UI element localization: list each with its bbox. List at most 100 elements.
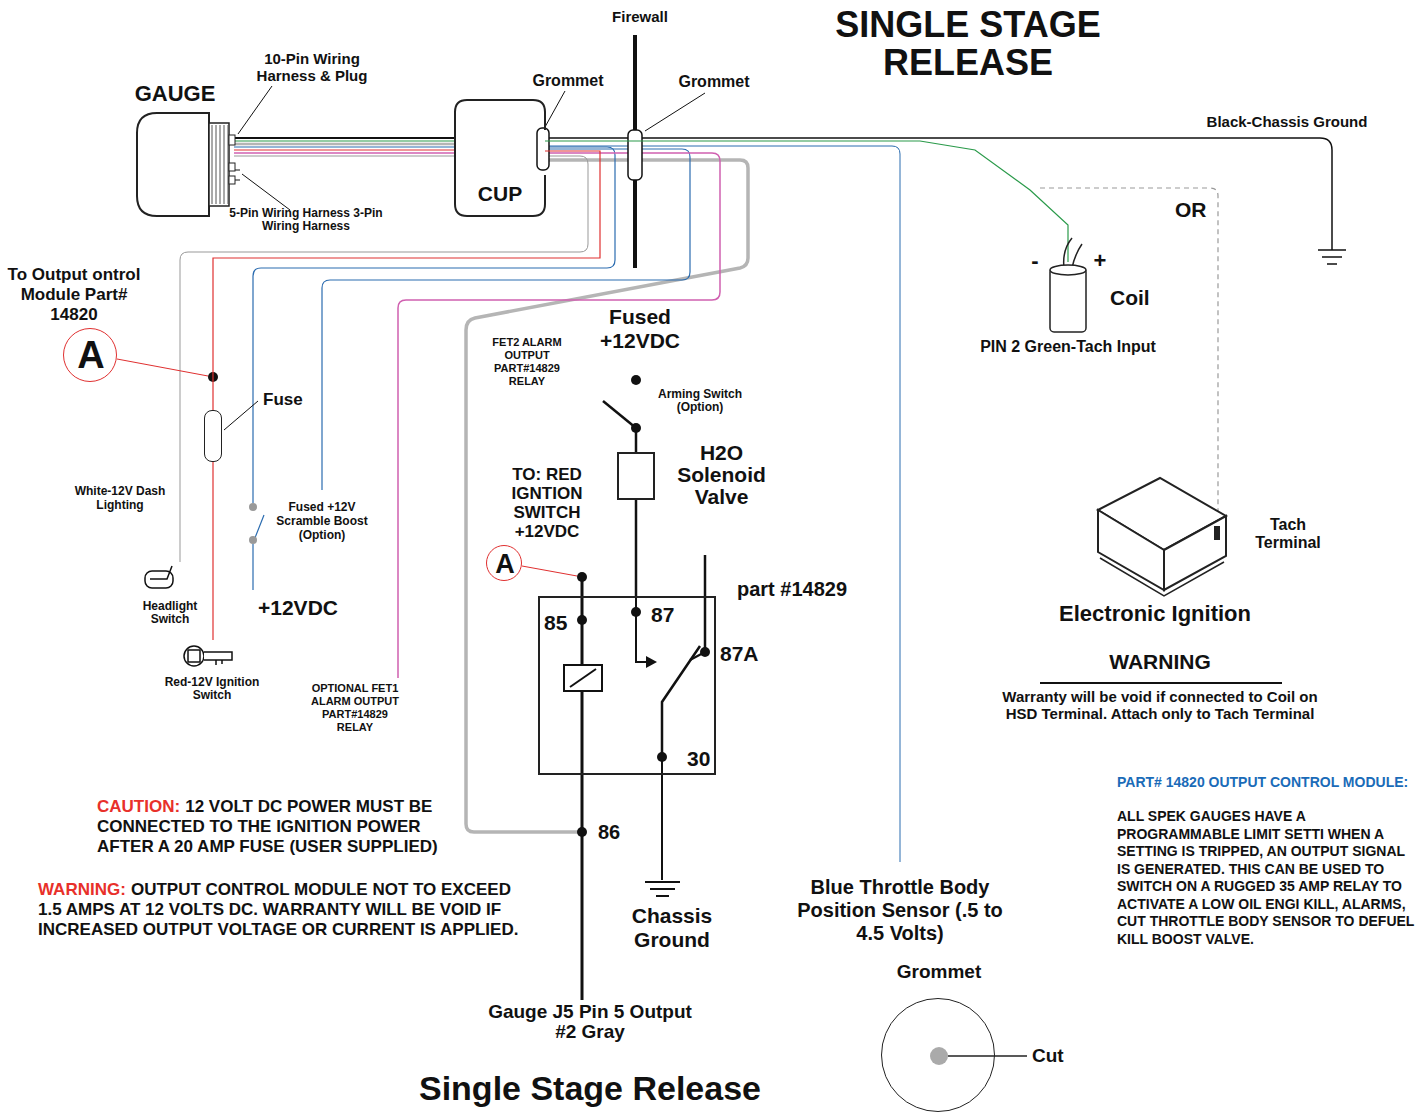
label-text: Firewall — [590, 8, 690, 25]
wire — [1040, 188, 1218, 528]
label-text: Grommet — [669, 73, 759, 91]
grommet — [628, 130, 642, 180]
electronic-ignition: Tach TerminalElectronic Ignition — [1098, 478, 1226, 594]
label-text: OPTIONAL FET1 ALARM OUTPUT PART#14829 RE… — [308, 682, 403, 734]
mounting-cup: CUP — [455, 100, 545, 216]
harness-wire — [234, 156, 455, 157]
callout-leader — [117, 359, 577, 576]
arrowhead — [646, 656, 657, 668]
wire-connector — [234, 137, 455, 139]
label-text: PART# 14820 OUTPUT CONTROL MODULE: — [1117, 774, 1417, 790]
node-text: Grommet — [869, 961, 1009, 983]
ground-symbol — [645, 757, 680, 896]
label-text: Blue Throttle Body Position Sensor (.5 t… — [785, 876, 1015, 945]
label-text: +12VDC — [258, 596, 348, 620]
gauge-body-outline — [137, 113, 234, 216]
electronic-ignition-outline — [1214, 526, 1220, 540]
fuse: Fuse — [204, 410, 222, 462]
label-text: Fused +12VDC — [585, 305, 695, 353]
gauge-body: GAUGE — [137, 113, 234, 216]
ignition-coil-outline — [1050, 262, 1086, 332]
harness-wire — [234, 143, 455, 146]
ignition-key — [184, 646, 204, 666]
gauge-body-outline — [229, 163, 235, 171]
gauge-body-outline — [137, 113, 209, 216]
label-text: 5-Pin Wiring Harness 3-Pin Wiring Harnes… — [221, 207, 391, 233]
grommet — [537, 128, 642, 180]
terminal-dot — [631, 423, 641, 433]
callout-leader — [117, 359, 208, 376]
gauge-body-outline — [216, 125, 217, 204]
label-text: Red-12V Ignition Switch — [162, 676, 262, 702]
wire — [180, 138, 1332, 862]
harness-wire — [234, 141, 455, 180]
relay-coil — [570, 669, 596, 687]
terminal-dot — [577, 615, 587, 625]
ignition-coil-outline — [1050, 268, 1086, 332]
headlight-switch — [150, 566, 172, 579]
leader-line — [645, 93, 705, 131]
terminal-dot — [577, 572, 587, 582]
node-text: H2O Solenoid Valve — [669, 442, 774, 508]
node-text: part #14829 — [737, 578, 867, 601]
leader-line — [242, 174, 290, 210]
leader-line — [224, 401, 258, 430]
terminal-dot — [657, 752, 667, 762]
ground-symbol — [1318, 250, 1346, 264]
label-text: CAUTION: — [97, 797, 180, 816]
ignition-key — [216, 660, 222, 665]
label-text: WARNING: — [38, 880, 126, 899]
electronic-ignition-outline — [1098, 510, 1164, 590]
label-text: TO: RED IGNTION SWITCH +12VDC — [501, 465, 593, 541]
headlight-switch — [145, 566, 173, 588]
relay-wiring — [603, 401, 636, 428]
label-text: Headlight Switch — [135, 600, 205, 626]
label-text: To Output ontrol Module Part# 14820 — [4, 265, 144, 325]
wire — [547, 138, 1332, 250]
label-text: 86 — [598, 821, 628, 844]
label-text: Arming Switch (Option) — [650, 388, 750, 414]
grommet-detail: GrommetCut — [881, 998, 995, 1112]
relay-coil — [564, 665, 602, 691]
wire — [212, 462, 213, 640]
note-block: WARNING:OUTPUT CONTROL MODULE NOT TO EXC… — [38, 880, 528, 940]
harness-wire — [234, 152, 455, 154]
ignition-key — [184, 646, 232, 666]
relay: part #14829858787A30 — [538, 596, 716, 775]
gauge-body-outline — [229, 135, 235, 145]
relay-wiring — [636, 596, 648, 662]
wire — [253, 515, 264, 590]
terminal-dot — [577, 827, 587, 837]
node-text: - — [1028, 248, 1042, 273]
harness-wire — [234, 140, 455, 141]
callout-circle: A — [486, 545, 522, 581]
ignition-coil-outline — [1050, 265, 1086, 275]
mounting-cup-outline — [455, 100, 545, 216]
relay-wiring — [581, 577, 584, 1000]
switch-contact — [249, 536, 257, 544]
label-text: Gauge J5 Pin 5 Output #2 Gray — [485, 1002, 695, 1042]
gauge-body-outline — [228, 125, 229, 204]
terminal-dot — [208, 372, 710, 837]
node-text: GAUGE — [125, 81, 225, 106]
label-text: Warranty will be void if connected to Co… — [1000, 688, 1320, 722]
gauge-body-outline — [224, 125, 225, 204]
node-text: Electronic Ignition — [1035, 601, 1275, 626]
ignition-coil: -+Coil — [1050, 262, 1086, 332]
label-text: PIN 2 Green-Tach Input — [953, 338, 1183, 356]
label-text: ALL SPEK GAUGES HAVE A PROGRAMMABLE LIMI… — [1117, 808, 1417, 948]
arrowhead — [646, 656, 657, 668]
electronic-ignition-outline — [1098, 478, 1226, 594]
terminal-dot — [700, 647, 710, 657]
label-text: FET2 ALARM OUTPUT PART#14829 RELAY — [480, 336, 575, 388]
ground-symbol — [645, 250, 1346, 896]
underline — [1040, 682, 1282, 684]
label-text: Grommet — [523, 72, 613, 90]
wire-connector — [635, 500, 638, 596]
gauge-body-outline — [212, 125, 213, 204]
label-text: Black-Chassis Ground — [1187, 113, 1387, 130]
node-text: A — [487, 548, 523, 580]
label-text: Fused +12V Scramble Boost (Option) — [270, 500, 375, 542]
node-text: Cut — [1032, 1045, 1082, 1067]
terminal-dot — [631, 375, 641, 385]
